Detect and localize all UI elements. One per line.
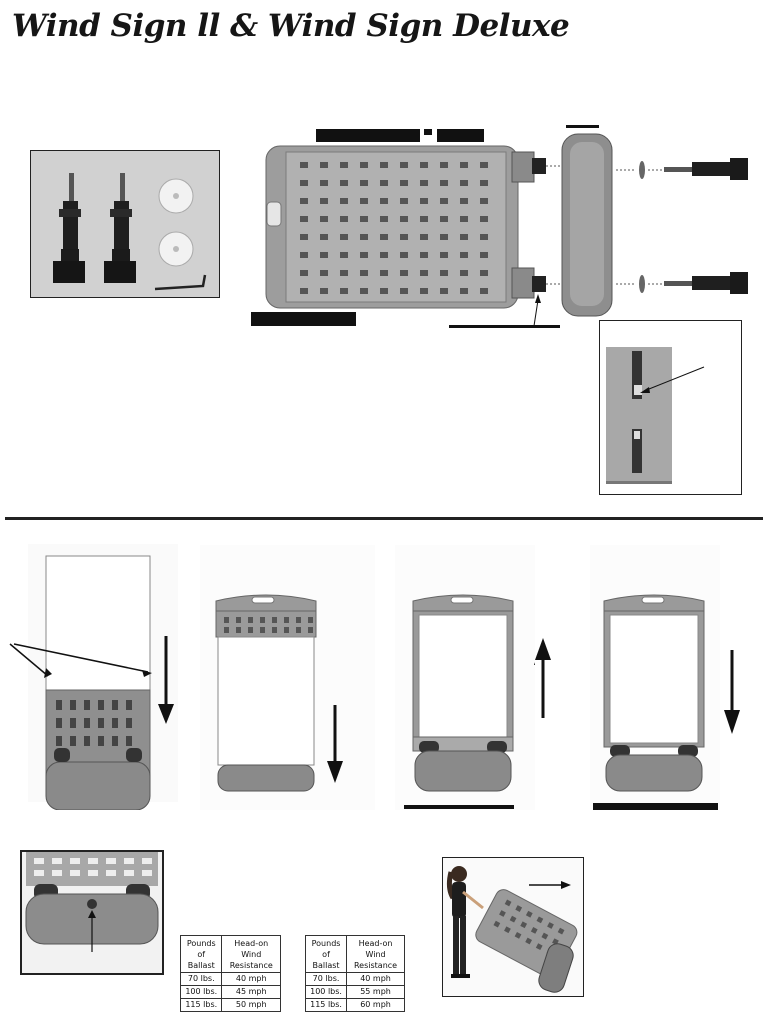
base-fill-hole-photo <box>20 850 164 975</box>
column-header: Pounds of Ballast <box>179 935 223 973</box>
detail-inset-box <box>599 320 742 495</box>
column-header: Head-on Wind Resistance <box>346 935 405 973</box>
table-cell: 115 lbs. <box>304 998 348 1012</box>
column-header: Pounds of Ballast <box>304 935 348 973</box>
table-row: 100 lbs. 45 mph <box>179 985 281 999</box>
exploded-assembly-illustration <box>250 122 768 337</box>
parts-photo <box>30 150 220 298</box>
step-4-down-arrow <box>722 648 742 736</box>
table-cell: 70 lbs. <box>304 972 348 986</box>
table-cell: 70 lbs. <box>179 972 223 986</box>
step-4-illustration <box>590 545 720 810</box>
step-3-up-arrow <box>533 636 553 720</box>
redacted-label <box>449 325 560 328</box>
redacted-label <box>251 312 356 326</box>
table-cell: 115 lbs. <box>179 998 223 1012</box>
step-3-illustration <box>395 545 550 810</box>
table-cell: 40 mph <box>221 972 281 986</box>
ballast-table-1: Pounds of Ballast Head-on Wind Resistanc… <box>179 935 281 1012</box>
column-header: Head-on Wind Resistance <box>221 935 281 973</box>
table-cell: 50 mph <box>221 998 281 1012</box>
redacted-label <box>404 805 514 809</box>
redacted-label <box>316 129 420 142</box>
redacted-label <box>566 125 599 128</box>
table-header-row: Pounds of Ballast Head-on Wind Resistanc… <box>304 935 405 973</box>
section-divider <box>5 517 763 520</box>
parts-illustration <box>53 173 207 291</box>
table-row: 115 lbs. 60 mph <box>304 998 405 1012</box>
table-row: 115 lbs. 50 mph <box>179 998 281 1012</box>
redacted-label <box>424 129 432 135</box>
redacted-label <box>593 803 718 810</box>
redacted-label <box>437 129 484 142</box>
table-cell: 40 mph <box>346 972 405 986</box>
table-row: 70 lbs. 40 mph <box>179 972 281 986</box>
table-cell: 60 mph <box>346 998 405 1012</box>
page-title: Wind Sign ll & Wind Sign Deluxe <box>12 8 570 44</box>
person-moving-sign-photo <box>442 857 584 997</box>
detail-closeup-illustration <box>606 347 705 484</box>
table-row: 100 lbs. 55 mph <box>304 985 405 999</box>
table-cell: 45 mph <box>221 985 281 999</box>
table-cell: 100 lbs. <box>179 985 223 999</box>
table-cell: 100 lbs. <box>304 985 348 999</box>
table-row: 70 lbs. 40 mph <box>304 972 405 986</box>
step-2-illustration <box>200 545 375 810</box>
ballast-table-2: Pounds of Ballast Head-on Wind Resistanc… <box>304 935 405 1012</box>
table-header-row: Pounds of Ballast Head-on Wind Resistanc… <box>179 935 281 973</box>
step-1-illustration <box>0 540 190 811</box>
table-cell: 55 mph <box>346 985 405 999</box>
